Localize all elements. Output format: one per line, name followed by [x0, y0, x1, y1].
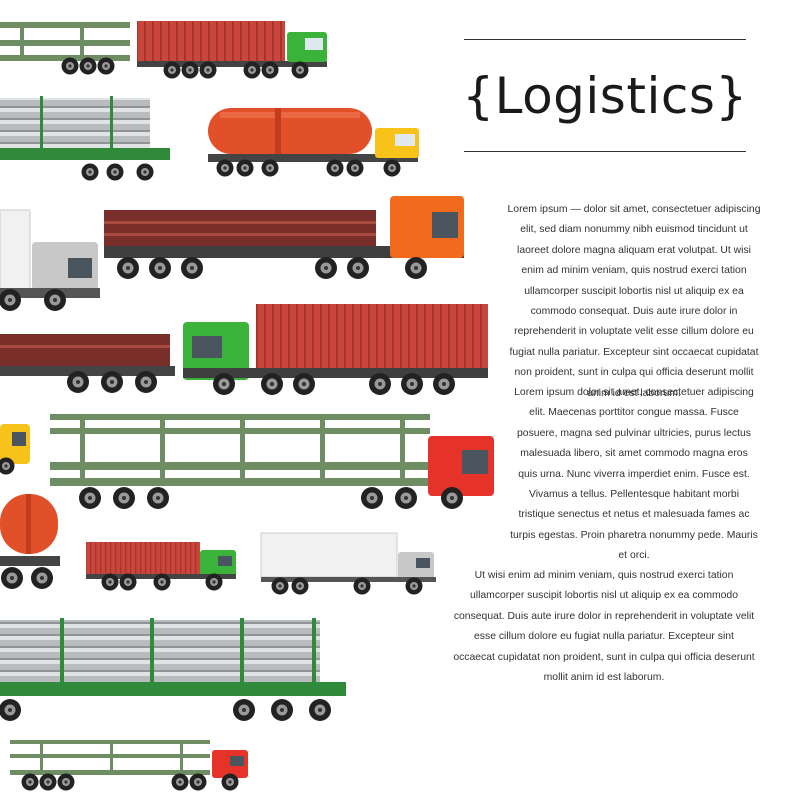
car-carrier-truck-icon	[10, 740, 248, 791]
body-paragraph-3: Ut wisi enim ad minim veniam, quis nostr…	[453, 570, 755, 684]
pipe-flatbed-truck-icon	[0, 618, 346, 721]
timber-truck-icon	[0, 334, 175, 393]
car-carrier-truck-icon	[0, 22, 130, 75]
tanker-truck-icon	[0, 424, 30, 475]
tanker-truck-icon	[0, 494, 60, 589]
timber-truck-icon	[104, 196, 464, 279]
container-truck-icon	[183, 304, 488, 395]
page-title: {Logistics}	[462, 67, 748, 125]
title-rule-top	[464, 39, 746, 40]
container-truck-icon	[137, 21, 327, 79]
tanker-truck-icon	[208, 108, 419, 177]
box-truck-icon	[0, 209, 100, 311]
car-carrier-truck-icon	[50, 414, 494, 509]
title-rule-bottom	[464, 151, 746, 152]
pipe-flatbed-truck-icon	[0, 96, 170, 181]
box-truck-icon	[260, 532, 436, 595]
body-paragraph-2: Lorem ipsum dolor sit amet, consectetuer…	[510, 387, 758, 562]
body-paragraph-1: Lorem ipsum — dolor sit amet, consectetu…	[507, 204, 761, 399]
container-truck-icon	[86, 542, 236, 591]
